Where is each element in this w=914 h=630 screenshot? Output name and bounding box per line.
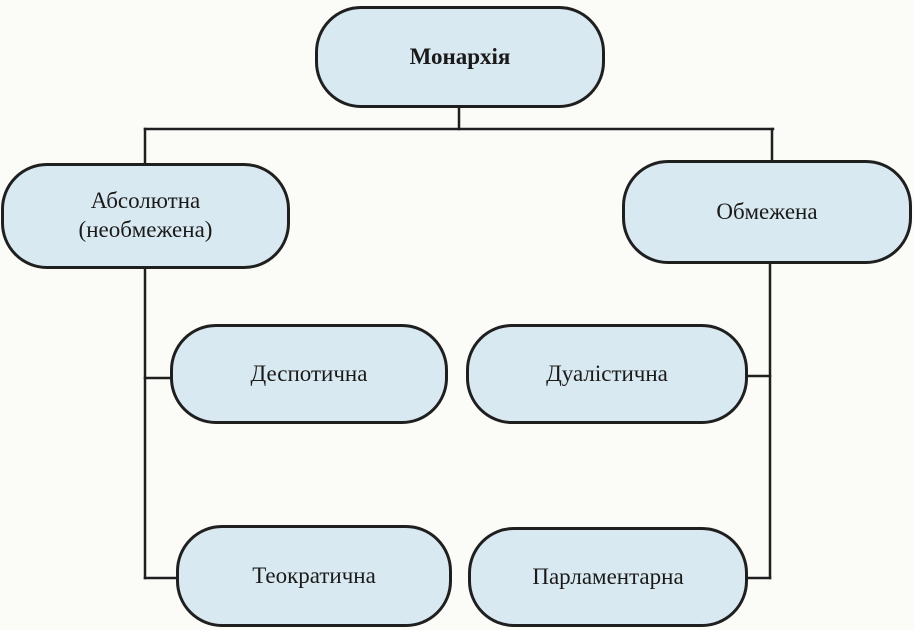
- node-absolute: Абсолютна (необмежена): [1, 163, 290, 269]
- node-absolute-label-line2: (необмежена): [78, 217, 213, 242]
- node-monarchy: Монархія: [315, 6, 605, 108]
- node-absolute-label-line1: Абсолютна: [90, 188, 201, 214]
- node-dualistic: Дуалістична: [466, 324, 748, 424]
- node-parliamentary: Парламентарна: [468, 527, 748, 627]
- node-theocratic: Теократична: [176, 525, 452, 627]
- node-despotic-label: Деспотична: [250, 360, 368, 386]
- node-dualistic-label: Дуалістична: [546, 360, 668, 386]
- node-limited: Обмежена: [622, 160, 912, 264]
- node-despotic: Деспотична: [170, 324, 448, 424]
- node-limited-label: Обмежена: [716, 198, 818, 224]
- node-monarchy-label: Монархія: [409, 43, 511, 69]
- node-parliamentary-label: Парламентарна: [532, 563, 684, 589]
- node-absolute-text: Абсолютна (необмежена): [79, 187, 213, 245]
- node-theocratic-label: Теократична: [252, 562, 376, 588]
